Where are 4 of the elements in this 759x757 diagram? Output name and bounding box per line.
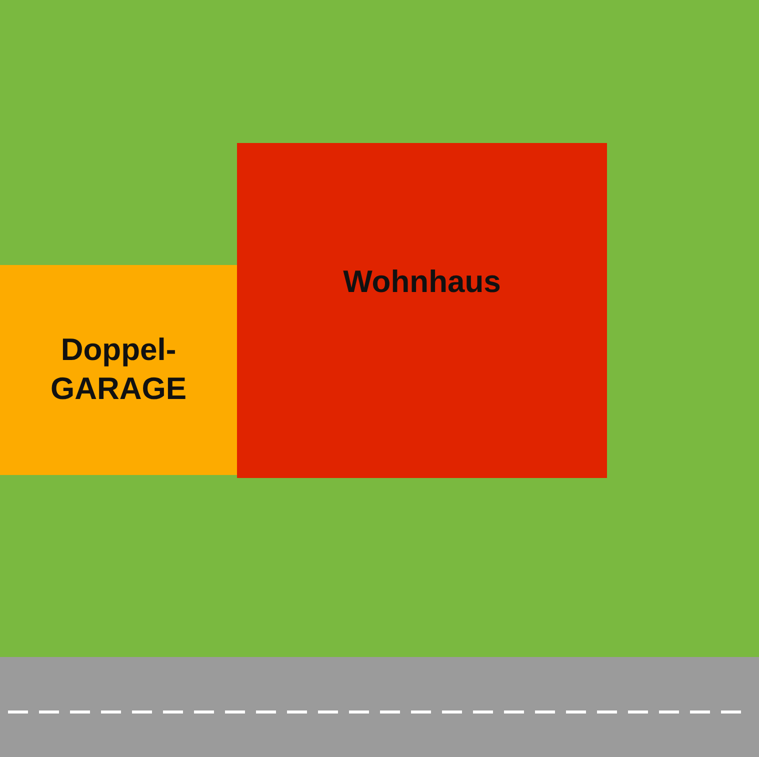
garage-footprint — [0, 265, 237, 475]
building-label: Wohnhaus — [343, 263, 501, 302]
building-label: Doppel- GARAGE — [49, 331, 188, 408]
house-footprint — [237, 143, 607, 478]
